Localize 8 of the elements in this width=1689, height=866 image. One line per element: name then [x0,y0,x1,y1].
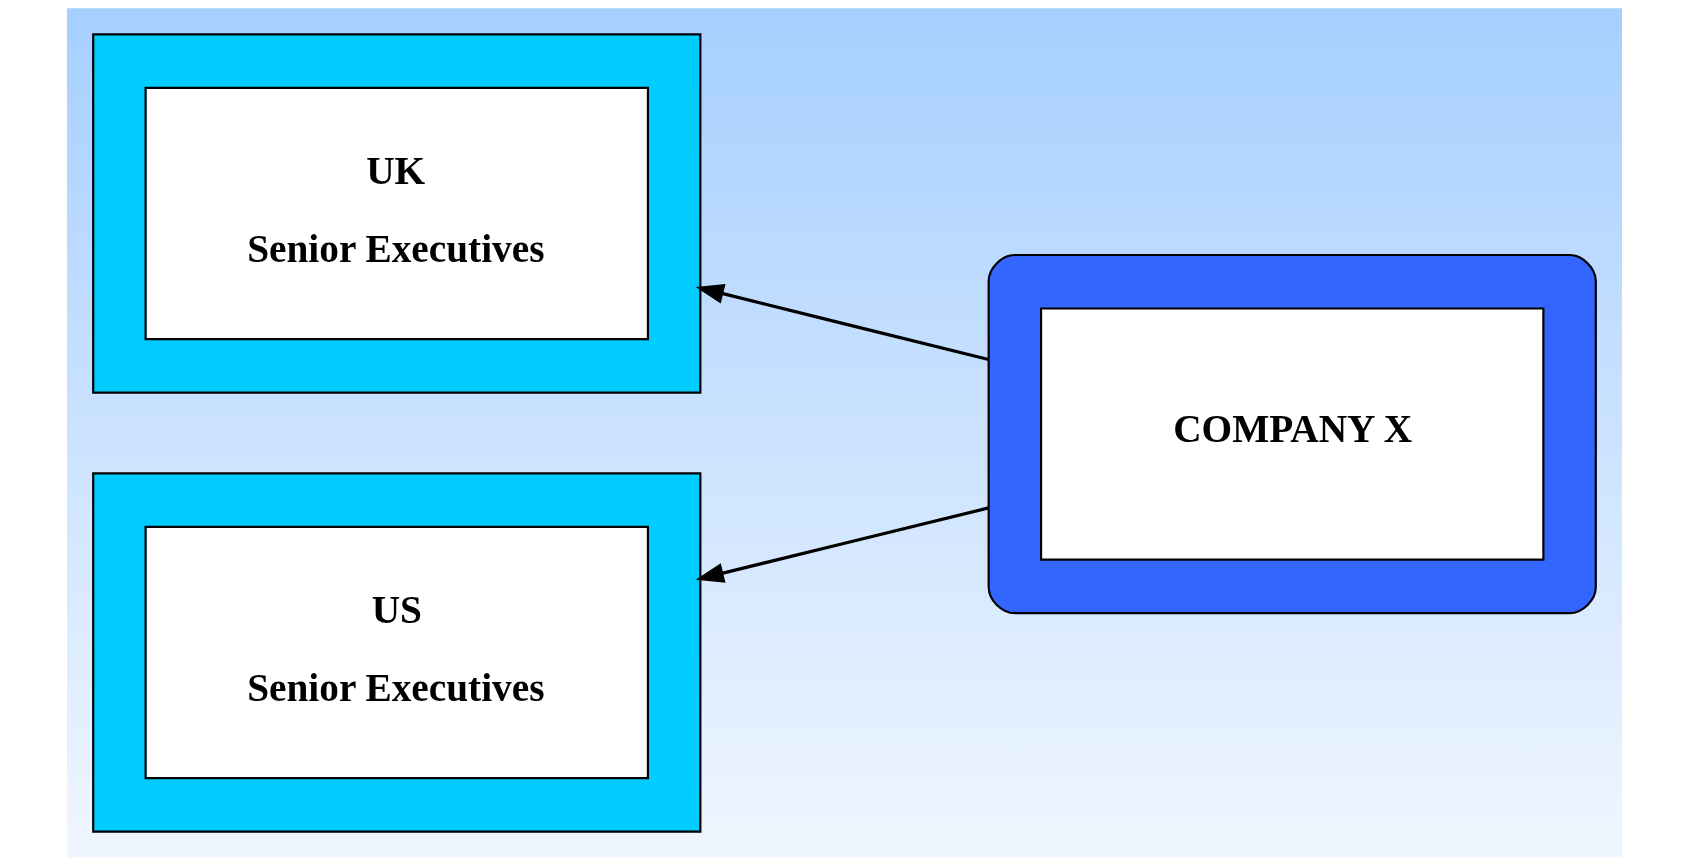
node-box: US Senior Executives [144,525,650,780]
arrow [695,284,990,362]
node-box: UK Senior Executives [144,86,650,341]
cluster [92,33,702,394]
arrow [695,506,990,583]
cluster [92,472,702,833]
cluster [987,253,1597,615]
node-box: COMPANY X [1039,307,1545,561]
